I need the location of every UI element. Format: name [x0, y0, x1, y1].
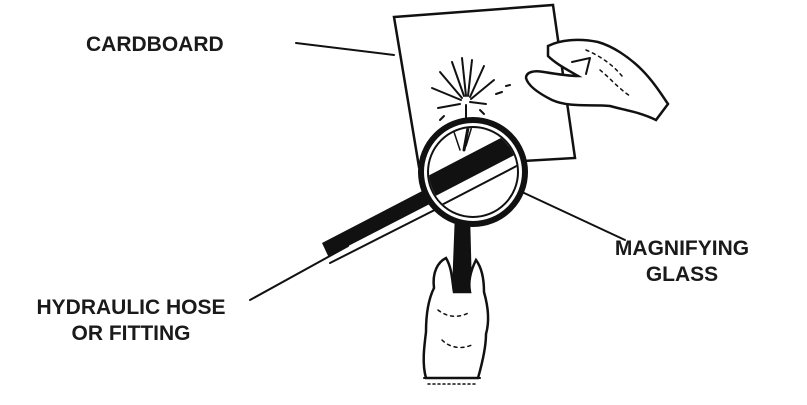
label-hydraulic-hose-line2: OR FITTING [0, 321, 262, 347]
label-hydraulic-hose-line1: HYDRAULIC HOSE [0, 295, 262, 321]
label-magnifying-glass-line2: GLASS [582, 262, 782, 288]
label-cardboard: CARDBOARD [86, 32, 224, 58]
label-hydraulic-hose: HYDRAULIC HOSE OR FITTING [0, 295, 262, 347]
label-magnifying-glass: MAGNIFYING GLASS [582, 236, 782, 288]
label-magnifying-glass-line1: MAGNIFYING [582, 236, 782, 262]
